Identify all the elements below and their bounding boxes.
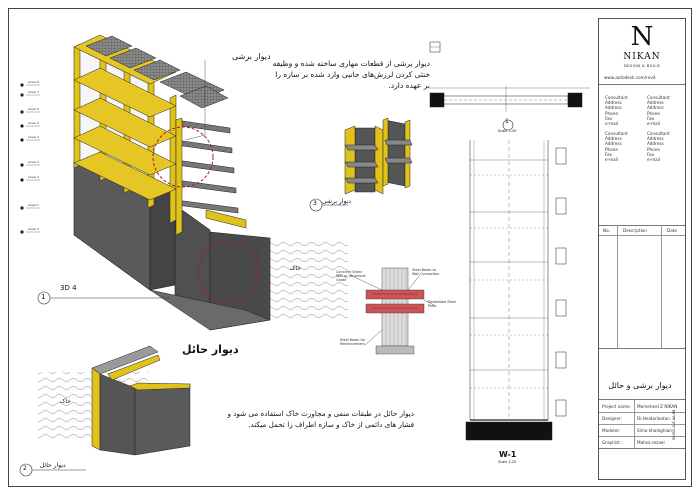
level-label: Level 6 (28, 107, 39, 111)
plan-scale: Scale 1:20 (498, 129, 517, 133)
project-name-label: Project name: (602, 404, 631, 409)
graphist-value: Mahsa rezaei (637, 440, 665, 445)
level-label: Level 1 (28, 203, 39, 207)
logo-letter: N (630, 22, 654, 52)
view-retaining-number: 2 (23, 465, 27, 472)
level-label: Level 3 (28, 160, 39, 164)
graphist-label: Graphist : (602, 440, 623, 445)
view-3d-title: 3D 4 (60, 284, 77, 292)
view-shear-title: دیوار برشی (322, 198, 351, 205)
level-label: Level 7 (28, 90, 39, 94)
shear-wall-detail-model (344, 117, 413, 195)
detail-note-3: Embedded Steel Plate (428, 300, 456, 308)
level-label: Level 2 (28, 175, 39, 179)
revision-header-no: No. (603, 228, 610, 233)
level-label: Level 8 (28, 80, 39, 84)
retaining-wall-heading: دیوار حائل (182, 343, 239, 356)
level-markers (20, 83, 40, 234)
website-text[interactable]: www.autodesk.com/revit (604, 75, 656, 80)
brand-name: NIKAN (623, 52, 661, 62)
soil-label-2: خاک (60, 398, 71, 405)
building-3d-model (73, 34, 271, 331)
plan-section-drawing (429, 41, 590, 112)
modeler-label: Modeler: (602, 428, 621, 433)
shear-wall-heading: دیوار برشی (232, 52, 271, 61)
level-label: Level 5 (28, 121, 39, 125)
title-block: N NIKAN DESIGN & BUILD www.autodesk.com/… (598, 18, 686, 480)
elevation-scale: Scale 1:20 (498, 460, 517, 464)
detail-note-4: Steel Beam for Reinforcement (340, 338, 366, 346)
brand-tagline: DESIGN & BUILD (623, 64, 661, 68)
level-label: Level 4 (28, 135, 39, 139)
revision-header-date: Date (667, 228, 678, 233)
plan-number: 1 (505, 118, 509, 125)
retaining-wall-model (91, 345, 191, 456)
level-label: Level 0 (28, 227, 39, 231)
view-markers (19, 119, 514, 477)
elevation-w1-drawing (465, 140, 567, 441)
revision-header-description: Description (623, 228, 647, 233)
project-name-value: Memeheel Z NIKAN (637, 404, 678, 409)
retaining-wall-description: دیوار حائل در طبقات منفی و مجاورت خاک اس… (227, 409, 414, 429)
view-shear-number: 3 (313, 200, 317, 207)
soil-hatch-1 (270, 238, 348, 320)
sheet-title: دیوار برشی و حائل (608, 381, 672, 390)
designer-value: Dr.Heidarlootan (637, 416, 670, 421)
connection-detail (349, 267, 435, 355)
soil-label-1: خاک (290, 265, 301, 272)
detail-note-1: Concrete Shear Wall or Structural Grade (336, 270, 366, 282)
modeler-value: Sima khaleghian (637, 428, 672, 433)
sheet-number: S0000-A-E-4A-88 (672, 409, 676, 440)
designer-label: Designer: (602, 416, 623, 421)
view-3d-number: 1 (41, 293, 46, 301)
shear-wall-description: دیوار برشی از قطعات مهاری ساخته شده و وظ… (272, 59, 430, 90)
detail-note-2: Steel Beam to Wall Connection (412, 268, 440, 276)
view-retaining-title: دیوار حائل (40, 462, 66, 469)
elevation-title: W-1 (499, 450, 517, 459)
